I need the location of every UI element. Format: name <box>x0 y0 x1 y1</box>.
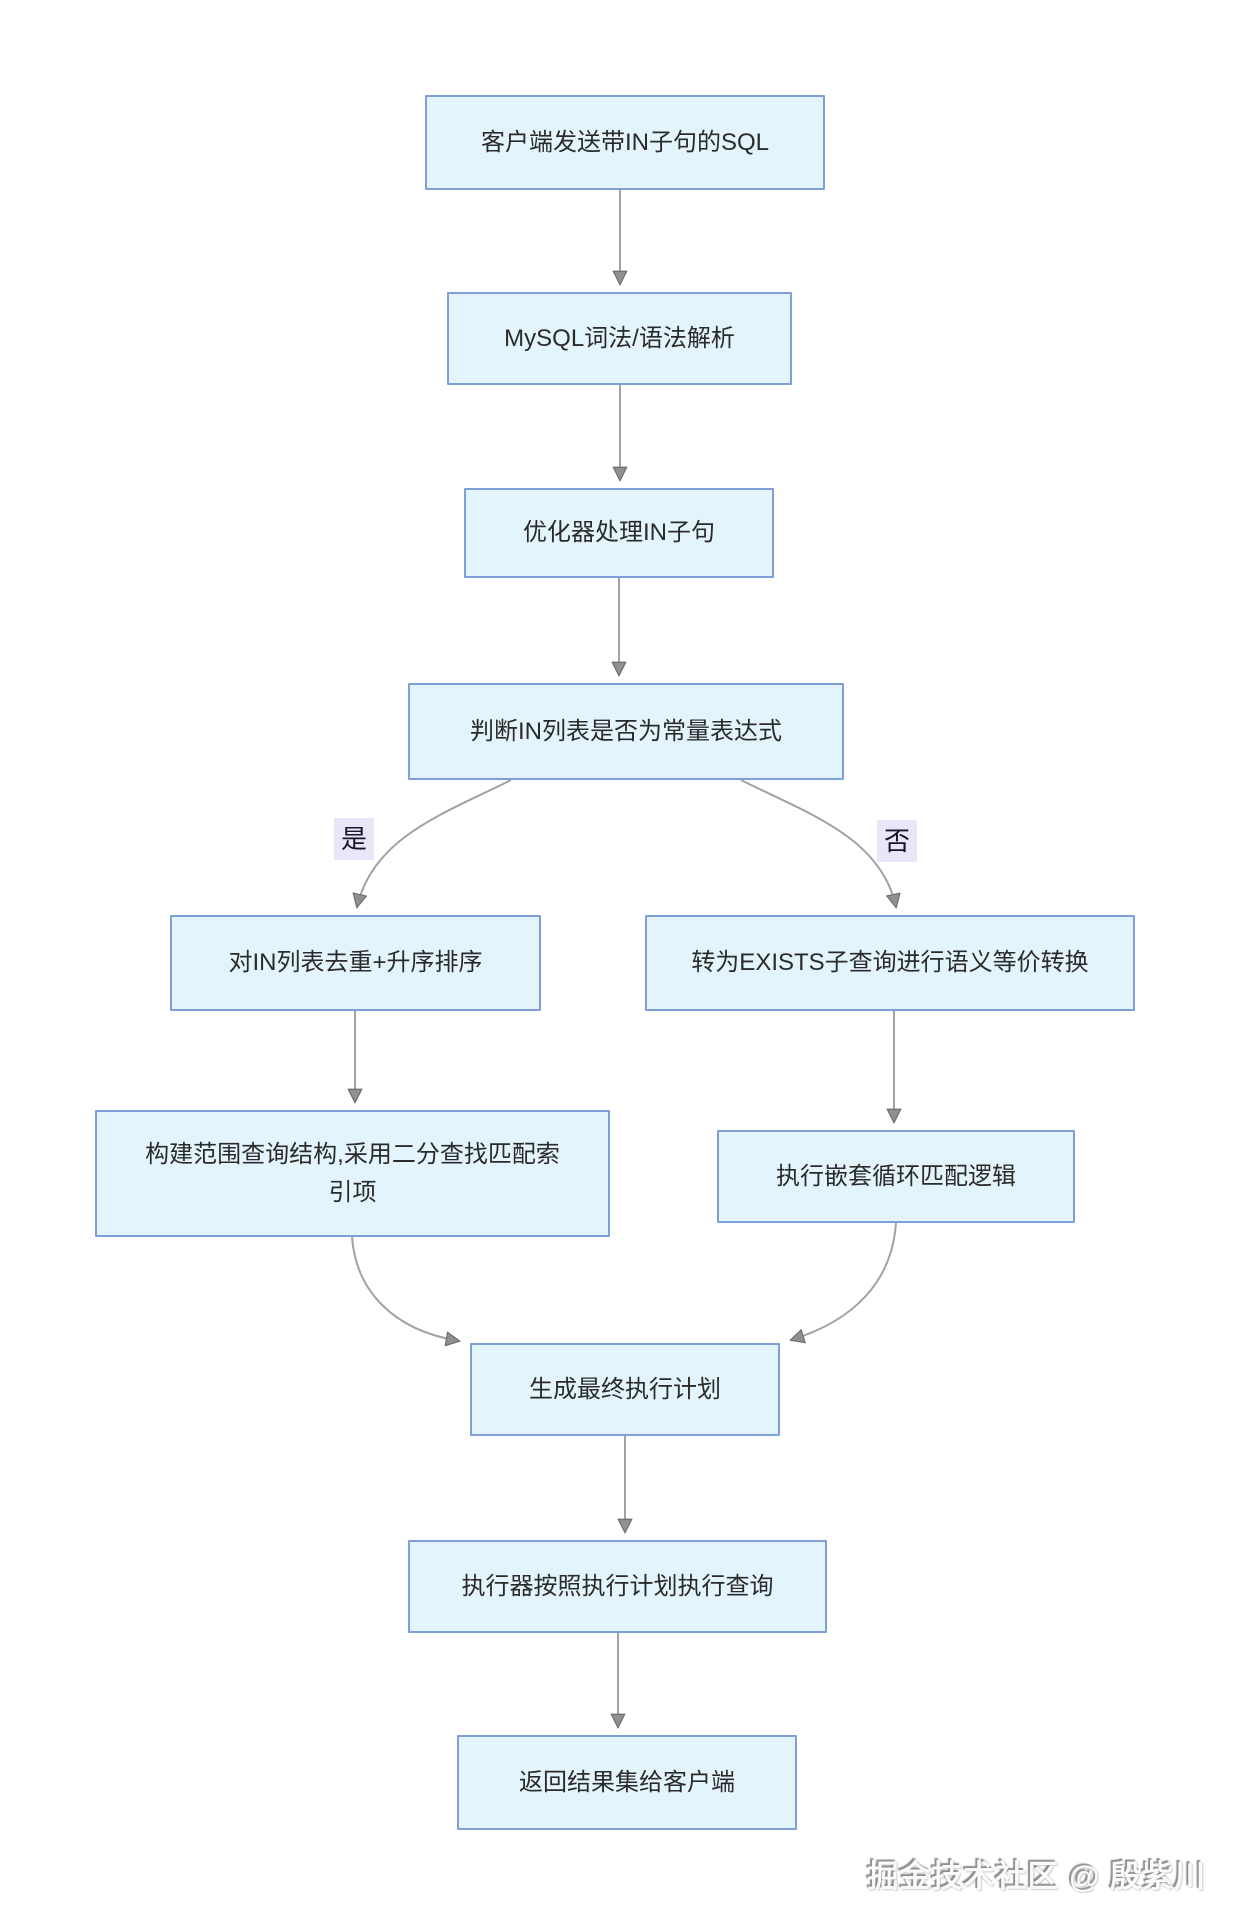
edge-label-no: 否 <box>877 820 918 862</box>
node-execute-query-label: 执行器按照执行计划执行查询 <box>461 1572 774 1600</box>
node-nested-loop-label: 执行嵌套循环匹配逻辑 <box>776 1162 1016 1190</box>
node-parse: MySQL词法/语法解析 <box>447 292 792 385</box>
node-nested-loop: 执行嵌套循环匹配逻辑 <box>717 1130 1075 1223</box>
node-client-send-label: 客户端发送带IN子句的SQL <box>480 128 770 156</box>
node-execute-query: 执行器按照执行计划执行查询 <box>408 1540 827 1633</box>
node-final-plan-label: 生成最终执行计划 <box>529 1375 721 1403</box>
node-return-result-label: 返回结果集给客户端 <box>519 1768 735 1796</box>
edge-judge-to-exists <box>740 779 896 907</box>
node-optimizer: 优化器处理IN子句 <box>464 488 774 578</box>
watermark-text: 掘金技术社区 @ 殷紫川 <box>867 1859 1206 1894</box>
edge-judge-to-dedupe <box>357 779 512 907</box>
node-range-build: 构建范围查询结构,采用二分查找匹配索引项 <box>95 1110 610 1237</box>
edge-label-yes: 是 <box>334 818 375 860</box>
node-optimizer-label: 优化器处理IN子句 <box>523 519 715 547</box>
node-parse-label: MySQL词法/语法解析 <box>504 324 735 352</box>
node-exists-convert-label: 转为EXISTS子查询进行语义等价转换 <box>691 949 1089 977</box>
edge-range-to-plan <box>351 1236 459 1341</box>
node-client-send: 客户端发送带IN子句的SQL <box>425 95 825 190</box>
node-range-build-label: 构建范围查询结构,采用二分查找匹配索引项 <box>145 1141 560 1206</box>
node-judge-constant: 判断IN列表是否为常量表达式 <box>408 683 844 780</box>
node-dedupe-sort-label: 对IN列表去重+升序排序 <box>228 949 483 977</box>
node-exists-convert: 转为EXISTS子查询进行语义等价转换 <box>645 915 1135 1011</box>
node-dedupe-sort: 对IN列表去重+升序排序 <box>170 915 541 1011</box>
node-return-result: 返回结果集给客户端 <box>457 1735 797 1830</box>
edge-nested-to-plan <box>791 1222 897 1340</box>
node-final-plan: 生成最终执行计划 <box>470 1343 780 1436</box>
node-judge-constant-label: 判断IN列表是否为常量表达式 <box>470 717 782 745</box>
